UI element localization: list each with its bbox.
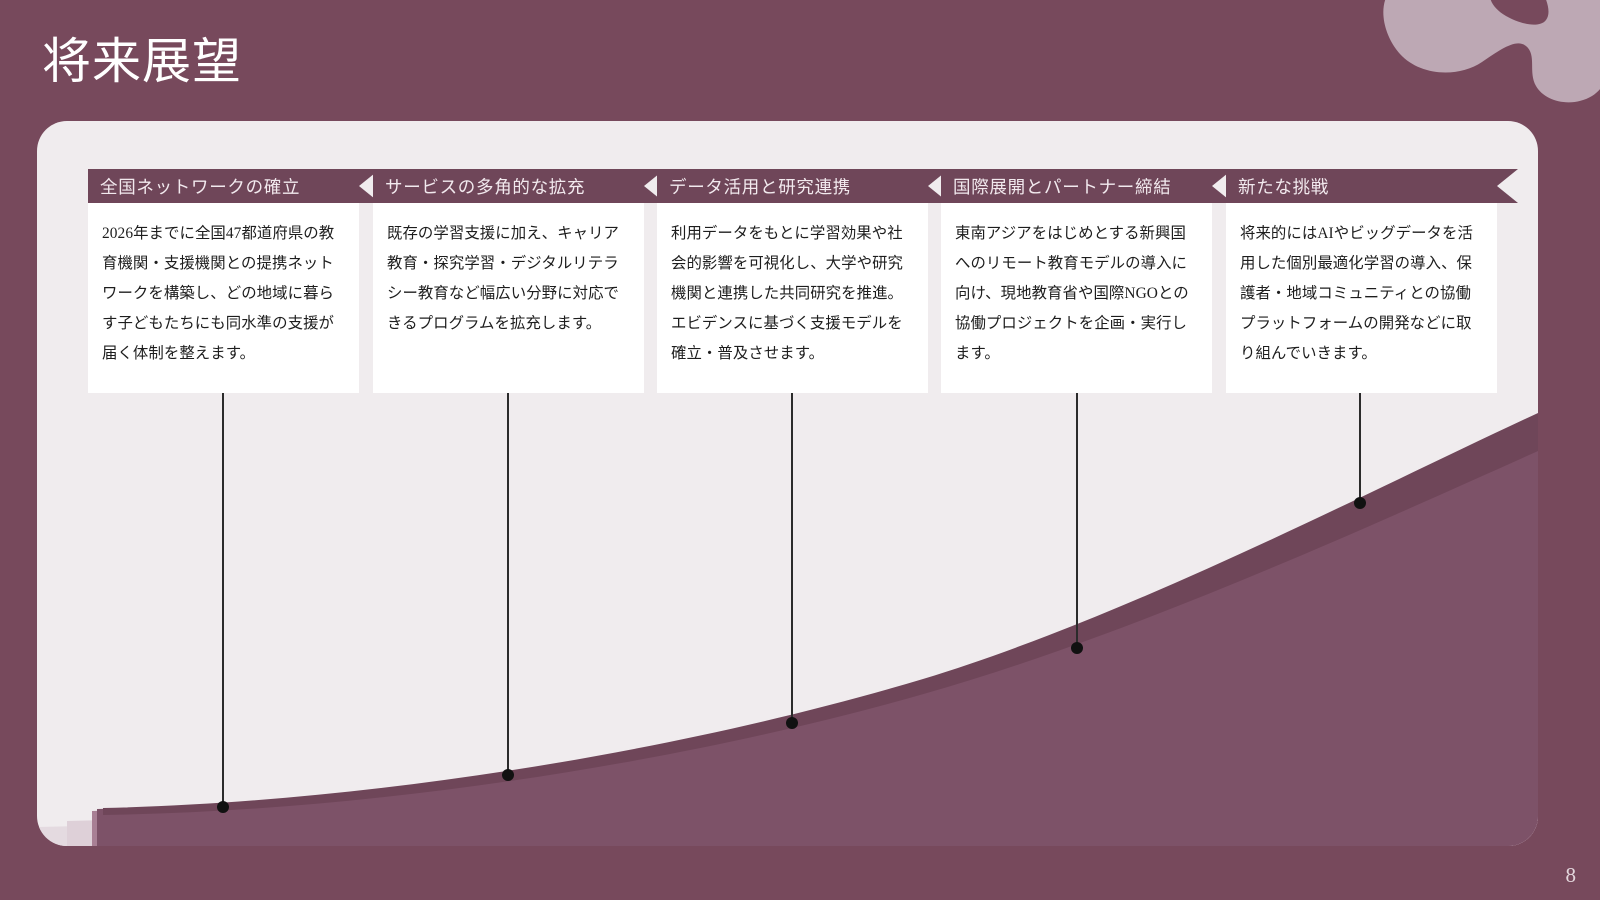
timeline-dot-4: [1071, 642, 1083, 654]
timeline-card-2[interactable]: サービスの多角的な拡充 既存の学習支援に加え、キャリア教育・探究学習・デジタルリ…: [373, 169, 665, 393]
timeline-card-2-header: サービスの多角的な拡充: [373, 169, 665, 203]
timeline-card-3[interactable]: データ活用と研究連携 利用データをもとに学習効果や社会的影響を可視化し、大学や研…: [657, 169, 949, 393]
timeline-card-2-body: 既存の学習支援に加え、キャリア教育・探究学習・デジタルリテラシー教育など幅広い分…: [373, 203, 644, 393]
timeline-card-4[interactable]: 国際展開とパートナー締結 東南アジアをはじめとする新興国へのリモート教育モデルの…: [941, 169, 1233, 393]
timeline-card-3-body: 利用データをもとに学習効果や社会的影響を可視化し、大学や研究機関と連携した共同研…: [657, 203, 928, 393]
decorative-blob-icon: [1383, 0, 1600, 103]
timeline-card-5[interactable]: 新たな挑戦 将来的にはAIやビッグデータを活用した個別最適化学習の導入、保護者・…: [1226, 169, 1518, 393]
growth-area-chart: [37, 413, 1538, 846]
timeline-connector-5: [1359, 393, 1361, 503]
timeline-connector-3: [791, 393, 793, 723]
content-panel: 全国ネットワークの確立 2026年までに全国47都道府県の教育機関・支援機関との…: [37, 121, 1538, 846]
timeline-card-5-header: 新たな挑戦: [1226, 169, 1518, 203]
timeline-dot-2: [502, 769, 514, 781]
timeline-card-1-body: 2026年までに全国47都道府県の教育機関・支援機関との提携ネットワークを構築し…: [88, 203, 359, 393]
timeline-dot-3: [786, 717, 798, 729]
timeline-card-3-header: データ活用と研究連携: [657, 169, 949, 203]
timeline-cards: 全国ネットワークの確立 2026年までに全国47都道府県の教育機関・支援機関との…: [37, 121, 1538, 846]
page-number: 8: [1565, 863, 1577, 887]
timeline-card-5-body: 将来的にはAIやビッグデータを活用した個別最適化学習の導入、保護者・地域コミュニ…: [1226, 203, 1497, 393]
timeline-dot-1: [217, 801, 229, 813]
timeline-card-1-header: 全国ネットワークの確立: [88, 169, 380, 203]
timeline-card-1[interactable]: 全国ネットワークの確立 2026年までに全国47都道府県の教育機関・支援機関との…: [88, 169, 380, 393]
timeline-card-4-body: 東南アジアをはじめとする新興国へのリモート教育モデルの導入に向け、現地教育省や国…: [941, 203, 1212, 393]
timeline-card-4-header: 国際展開とパートナー締結: [941, 169, 1233, 203]
timeline-connector-1: [222, 393, 224, 807]
page-title: 将来展望: [42, 34, 242, 89]
timeline-connector-2: [507, 393, 509, 775]
timeline-dot-5: [1354, 497, 1366, 509]
chart-band-5: [97, 421, 1538, 846]
timeline-connector-4: [1076, 393, 1078, 648]
